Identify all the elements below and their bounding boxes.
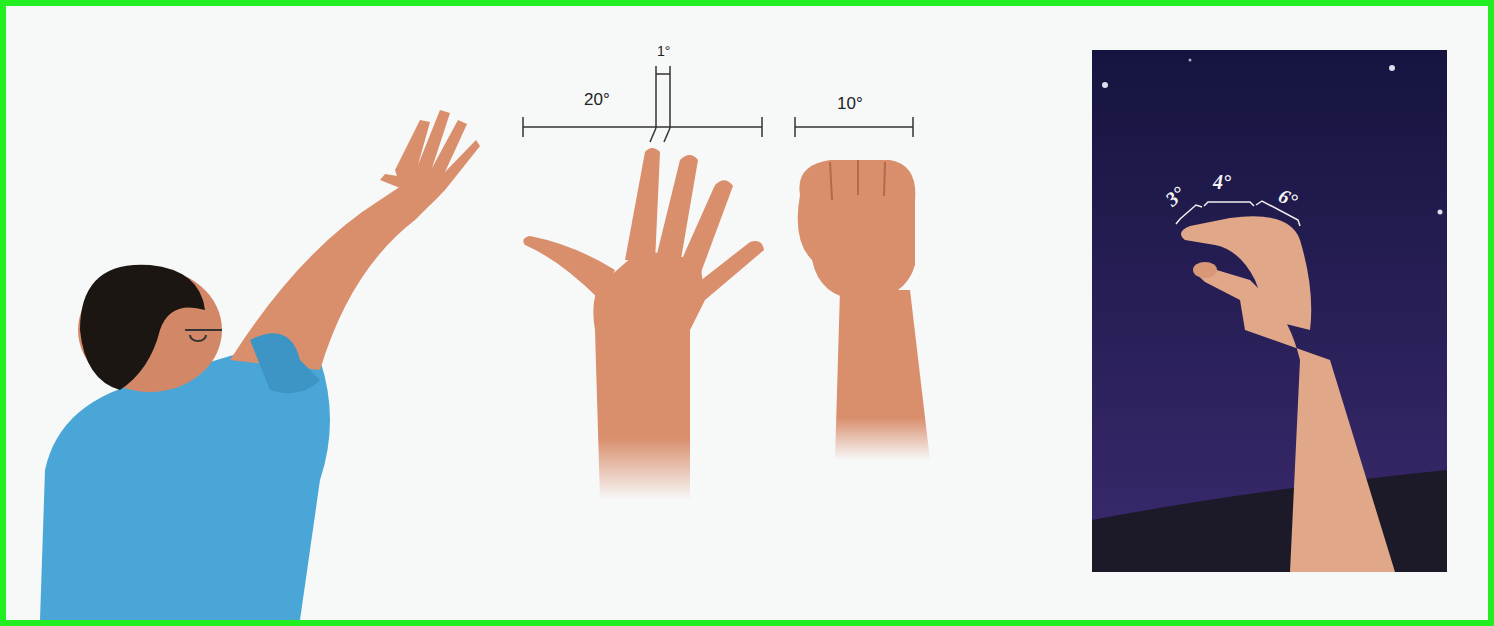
ground <box>6 6 1488 620</box>
night-sky-panel <box>1092 50 1447 572</box>
angle-label: 20° <box>584 91 610 108</box>
angle-label: 1° <box>657 44 670 58</box>
angle-label: 4° <box>1213 172 1231 192</box>
man-figure <box>40 110 480 620</box>
angle-label: 10° <box>837 95 863 112</box>
fist <box>798 160 930 460</box>
dimension-lines <box>523 66 913 142</box>
spread-hand <box>523 148 764 500</box>
